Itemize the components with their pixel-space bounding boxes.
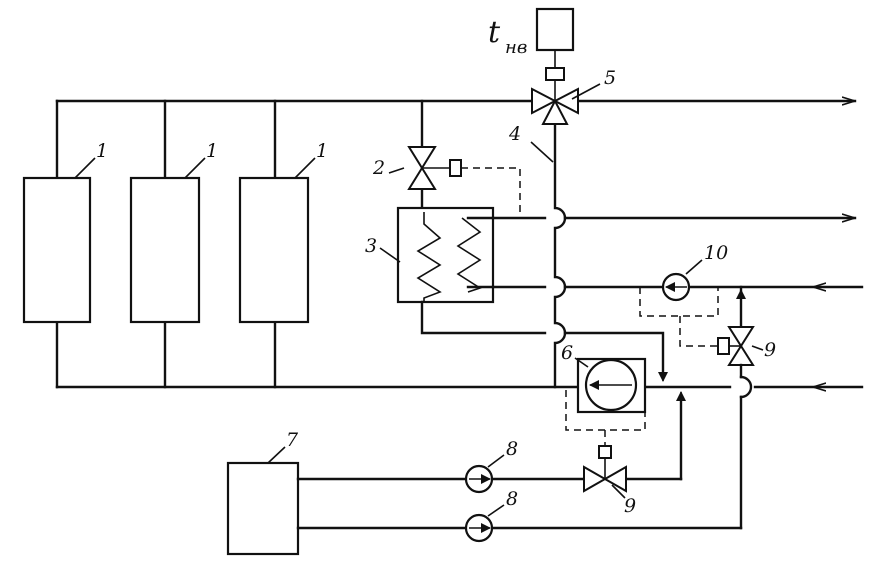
label-radiator-1a: 1 [96,140,108,162]
pump-6-signal [565,390,646,431]
leader-1b [184,157,206,179]
leader-5 [571,83,601,100]
unit-7 [226,461,300,556]
pump-10-signal-link [679,316,720,347]
pump-10-signal [639,287,719,317]
leader-2 [388,167,405,174]
pump-10 [661,272,691,302]
label-exchanger-3: 3 [365,235,377,257]
leader-9-lower [611,484,626,499]
leader-1c [294,157,316,179]
leader-8-upper [487,454,505,468]
label-sensor-t: t [488,15,501,50]
radiator-branches [55,99,277,389]
radiator-1a [22,176,92,324]
valve-2-signal [461,167,521,215]
label-sensor-sub: нв [505,37,527,58]
label-radiator-1b: 1 [206,140,218,162]
valve-5 [531,50,579,125]
label-pump-8-upper: 8 [506,438,518,460]
leader-6 [574,357,589,368]
label-valve-2: 2 [372,157,385,179]
unit-7-upper-line [296,391,686,481]
radiator-1c [238,176,310,324]
label-valve-5: 5 [604,67,616,89]
label-valve-9-upper: 9 [764,339,776,361]
radiator-1b [129,176,201,324]
valve-2 [407,146,462,190]
label-pump-8-lower: 8 [506,488,518,510]
temperature-sensor-box [535,7,575,52]
label-radiator-1c: 1 [316,140,328,162]
pipe-4 [553,116,567,389]
leader-9-upper [751,345,764,351]
label-pump-10: 10 [704,242,728,264]
leader-1a [74,157,96,179]
leader-8-lower [487,504,505,517]
pump-8-upper [464,464,494,494]
label-unit-7: 7 [286,429,299,451]
label-valve-9-lower: 9 [624,495,636,517]
leader-10 [685,259,703,275]
pump-6 [576,357,647,414]
valve-9-lower [583,445,627,493]
label-pipe-4: 4 [508,123,521,145]
label-pump-6: 6 [561,342,573,364]
pump-8-lower [464,513,494,543]
leader-4 [530,141,554,163]
valve-9-upper [717,285,755,530]
leader-7 [267,446,286,464]
heat-exchanger-3 [396,206,495,304]
leader-3 [379,247,401,263]
exchanger-return-pipe [420,300,547,335]
